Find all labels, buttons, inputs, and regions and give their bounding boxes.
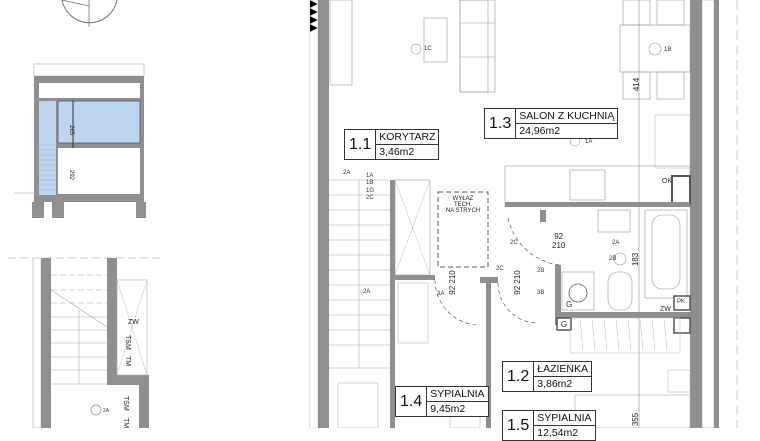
light-label-1b-switch: 1B bbox=[366, 180, 374, 186]
north-arrow-icon bbox=[61, 0, 118, 27]
dimension-414: 414 bbox=[632, 77, 642, 92]
door-dimension-2: 92 210 bbox=[447, 270, 457, 295]
light-label-3b: 3B bbox=[537, 290, 545, 296]
light-label-2c: 2C bbox=[510, 240, 518, 246]
light-label-1a-switch: 1A bbox=[366, 173, 374, 179]
light-label-2a-bath: 2A bbox=[612, 240, 620, 246]
room-area: 12,54m2 bbox=[537, 427, 579, 439]
light-label-1b: 1B bbox=[664, 47, 672, 53]
light-label-3a: 3A bbox=[437, 291, 445, 297]
svg-text:TSM: TSM bbox=[122, 396, 129, 411]
main-floor-plan bbox=[309, 0, 738, 428]
svg-text:TSM: TSM bbox=[124, 335, 131, 350]
room-number: 1.2 bbox=[503, 362, 535, 391]
room-name: SYPIALNIA bbox=[534, 411, 595, 426]
dimension-183: 183 bbox=[631, 252, 641, 267]
light-label-2b: 2B bbox=[537, 268, 545, 274]
room-tag-salon: 1.3 SALON Z KUCHNIĄ 24,96m2 bbox=[484, 108, 619, 139]
room-tag-lazienka: 1.2 ŁAZIENKA 3,86m2 bbox=[502, 361, 593, 392]
section-height-lower: 292 bbox=[68, 170, 74, 181]
room-area: 24,96m2 bbox=[519, 125, 561, 137]
room-area: 3,86m2 bbox=[537, 378, 573, 390]
label-g-boiler: G bbox=[566, 300, 573, 309]
label-zw: ZW bbox=[660, 306, 671, 313]
room-tag-sypialnia-15: 1.5 SYPIALNIA 12,54m2 bbox=[502, 410, 596, 441]
light-label-1c: 1C bbox=[424, 46, 432, 52]
dimension-355: 355 bbox=[631, 412, 641, 427]
room-tag-sypialnia-14: 1.4 SYPIALNIA 9,45m2 bbox=[395, 386, 489, 417]
room-number: 1.5 bbox=[503, 411, 535, 440]
room-name: SYPIALNIA bbox=[427, 387, 488, 402]
svg-text:TM: TM bbox=[124, 356, 131, 366]
room-area: 9,45m2 bbox=[430, 403, 466, 415]
room-name: SALON Z KUCHNIĄ bbox=[516, 109, 618, 124]
room-number: 1.4 bbox=[396, 387, 428, 416]
attic-hatch-label: WYŁAZ TECH. NA STRYCH bbox=[445, 196, 481, 214]
section-height-upper: 265 bbox=[68, 125, 74, 136]
floor-plan-drawing: 265 292 ZW TSM TM TSM TM bbox=[8, 0, 738, 428]
light-label-1a: 1A bbox=[585, 139, 593, 145]
light-label-2c-switch: 2C bbox=[366, 195, 374, 201]
svg-text:TM: TM bbox=[122, 418, 129, 428]
label-pk: PK bbox=[677, 299, 686, 305]
building-section: 265 292 bbox=[14, 63, 146, 218]
room-tag-korytarz: 1.1 KORYTARZ 3,46m2 bbox=[344, 129, 440, 160]
light-label-2b-bath: 2B bbox=[609, 256, 617, 262]
room-number: 1.1 bbox=[345, 130, 377, 159]
light-label-2a: 2A bbox=[343, 170, 351, 176]
label-g-meter: G bbox=[561, 320, 568, 329]
room-name: ŁAZIENKA bbox=[534, 362, 592, 377]
stair-plan-left: ZW TSM TM TSM TM 2A bbox=[8, 257, 160, 428]
light-label-2c-b: 2C bbox=[496, 266, 504, 272]
room-name: KORYTARZ bbox=[376, 130, 439, 145]
light-label-1g-switch: 1G bbox=[366, 188, 375, 194]
svg-text:ZW: ZW bbox=[128, 319, 139, 326]
room-area: 3,46m2 bbox=[379, 146, 415, 158]
label-ok: OK bbox=[662, 178, 673, 185]
light-label-2a-stairs: 2A bbox=[363, 289, 371, 295]
door-dimension-3: 92 210 bbox=[512, 270, 522, 295]
room-number: 1.3 bbox=[485, 109, 517, 138]
svg-text:2A: 2A bbox=[103, 408, 110, 414]
